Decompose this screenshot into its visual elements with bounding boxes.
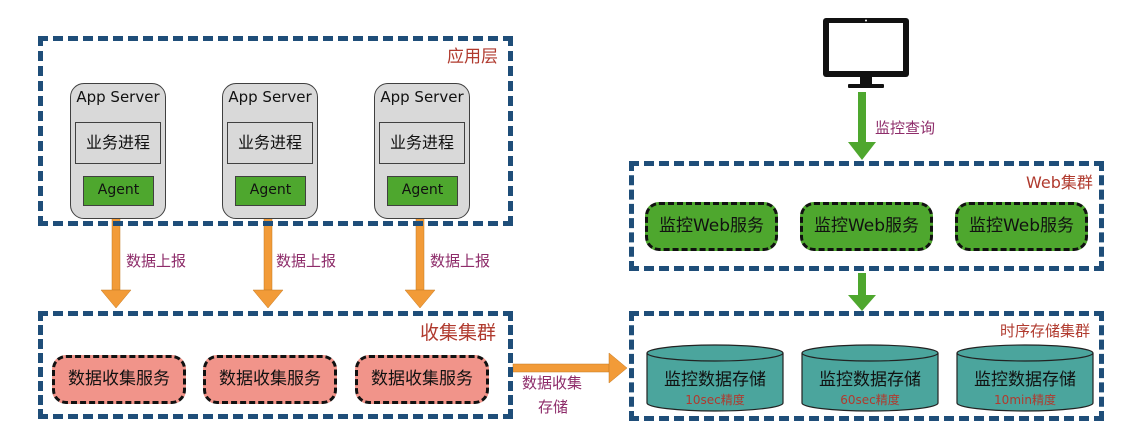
business-process: 业务进程 — [379, 122, 465, 164]
storage-cluster-title: 时序存储集群 — [1000, 322, 1091, 340]
collect-service-3: 数据收集服务 — [355, 355, 489, 404]
collect-to-storage-arrow — [512, 352, 628, 384]
storage-precision: 10sec精度 — [685, 393, 745, 407]
database-cylinder-icon — [956, 344, 1094, 412]
app-server-title: App Server — [76, 88, 160, 106]
storage-name: 监控数据存储 — [819, 370, 921, 390]
storage-db-2: 监控数据存储 60sec精度 — [800, 343, 940, 413]
storage-db-1: 监控数据存储 10sec精度 — [645, 343, 785, 413]
storage-cluster-group — [629, 311, 1104, 421]
collect-storage-label-line1: 数据收集 — [522, 374, 583, 392]
query-label: 监控查询 — [875, 119, 936, 137]
storage-name: 监控数据存储 — [664, 370, 766, 390]
report-label-1: 数据上报 — [126, 252, 187, 270]
app-server-title: App Server — [228, 88, 312, 106]
storage-db-3: 监控数据存储 10min精度 — [955, 343, 1095, 413]
web-to-storage-arrow — [848, 273, 876, 311]
collect-cluster-title: 收集集群 — [420, 322, 497, 344]
app-layer-group — [38, 36, 513, 226]
query-arrow — [848, 92, 876, 160]
storage-precision: 60sec精度 — [840, 393, 900, 407]
collect-service-1: 数据收集服务 — [52, 355, 186, 404]
web-service-1: 监控Web服务 — [645, 202, 778, 251]
database-cylinder-icon — [801, 344, 939, 412]
collect-cluster-group — [38, 311, 513, 419]
database-cylinder-icon — [646, 344, 784, 412]
agent-box: Agent — [83, 176, 154, 206]
storage-precision: 10min精度 — [994, 393, 1056, 407]
business-process: 业务进程 — [75, 122, 161, 164]
app-layer-title: 应用层 — [447, 47, 498, 67]
web-service-3: 监控Web服务 — [955, 202, 1088, 251]
monitor-icon — [823, 18, 909, 88]
report-label-3: 数据上报 — [430, 252, 491, 270]
web-cluster-title: Web集群 — [1026, 173, 1093, 192]
report-label-2: 数据上报 — [276, 252, 337, 270]
collect-storage-label-line2: 存储 — [538, 398, 569, 416]
app-server-title: App Server — [380, 88, 464, 106]
business-process: 业务进程 — [227, 122, 313, 164]
storage-name: 监控数据存储 — [974, 370, 1076, 390]
agent-box: Agent — [387, 176, 458, 206]
agent-box: Agent — [235, 176, 306, 206]
collect-service-2: 数据收集服务 — [203, 355, 337, 404]
web-cluster-group — [629, 161, 1104, 271]
web-service-2: 监控Web服务 — [800, 202, 933, 251]
